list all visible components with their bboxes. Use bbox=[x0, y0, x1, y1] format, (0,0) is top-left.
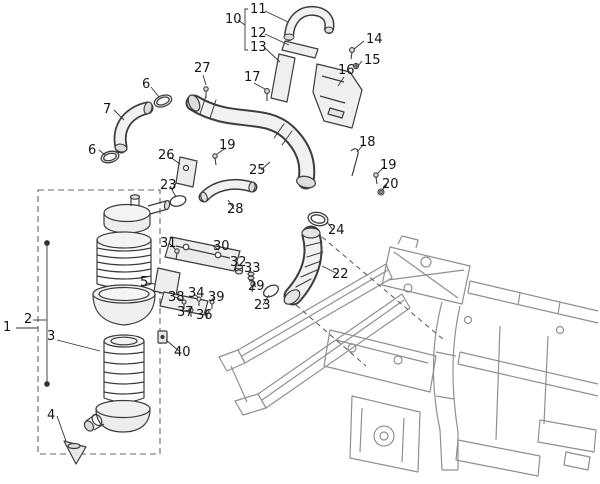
assembly-guide-lines bbox=[295, 236, 445, 367]
part-label-4: 4 bbox=[47, 408, 56, 423]
part-label-39: 39 bbox=[208, 290, 225, 305]
detail-box bbox=[37, 189, 161, 455]
part-label-2: 2 bbox=[24, 312, 33, 327]
part-label-6-upper: 6 bbox=[142, 77, 151, 92]
part-label-28: 28 bbox=[227, 202, 244, 217]
part-label-13: 13 bbox=[250, 40, 267, 55]
part-label-30: 30 bbox=[213, 239, 230, 254]
part-label-12: 12 bbox=[250, 26, 267, 41]
part-label-34: 34 bbox=[188, 286, 205, 301]
part-label-3: 3 bbox=[47, 329, 56, 344]
part-label-29: 29 bbox=[248, 279, 265, 294]
part-label-18: 18 bbox=[359, 135, 376, 150]
part-label-32: 32 bbox=[230, 255, 247, 270]
part-label-14: 14 bbox=[366, 32, 383, 47]
part-label-31: 31 bbox=[160, 236, 177, 251]
part-label-26: 26 bbox=[158, 148, 175, 163]
part-label-36: 36 bbox=[196, 308, 213, 323]
part-label-33: 33 bbox=[244, 261, 261, 276]
part-label-37: 37 bbox=[177, 305, 194, 320]
part-label-6-lower: 6 bbox=[88, 143, 97, 158]
brackets-and-shields bbox=[153, 40, 363, 344]
part-label-16: 16 bbox=[338, 63, 355, 78]
part-label-23-lower: 23 bbox=[254, 298, 271, 313]
part-label-24: 24 bbox=[328, 223, 345, 238]
part-label-25: 25 bbox=[249, 163, 266, 178]
chassis-frame bbox=[218, 235, 599, 477]
part-label-15: 15 bbox=[364, 53, 381, 68]
part-label-27: 27 bbox=[194, 61, 211, 76]
hose-clamps bbox=[100, 94, 329, 298]
part-label-19-left: 19 bbox=[219, 138, 236, 153]
part-label-1: 1 bbox=[3, 320, 12, 335]
leader-lines bbox=[16, 8, 388, 442]
part-label-11: 11 bbox=[250, 2, 267, 17]
part-label-7: 7 bbox=[103, 102, 112, 117]
part-label-22: 22 bbox=[332, 267, 349, 282]
part-label-19-right: 19 bbox=[380, 158, 397, 173]
part-label-10: 10 bbox=[225, 12, 242, 27]
part-label-23-upper: 23 bbox=[160, 178, 177, 193]
part-label-17: 17 bbox=[244, 70, 261, 85]
part-label-20: 20 bbox=[382, 177, 399, 192]
air-filter-assembly bbox=[63, 194, 171, 465]
part-label-38: 38 bbox=[168, 290, 185, 305]
part-label-5: 5 bbox=[140, 275, 149, 290]
intake-ducting bbox=[113, 5, 335, 306]
part-label-40: 40 bbox=[174, 345, 191, 360]
